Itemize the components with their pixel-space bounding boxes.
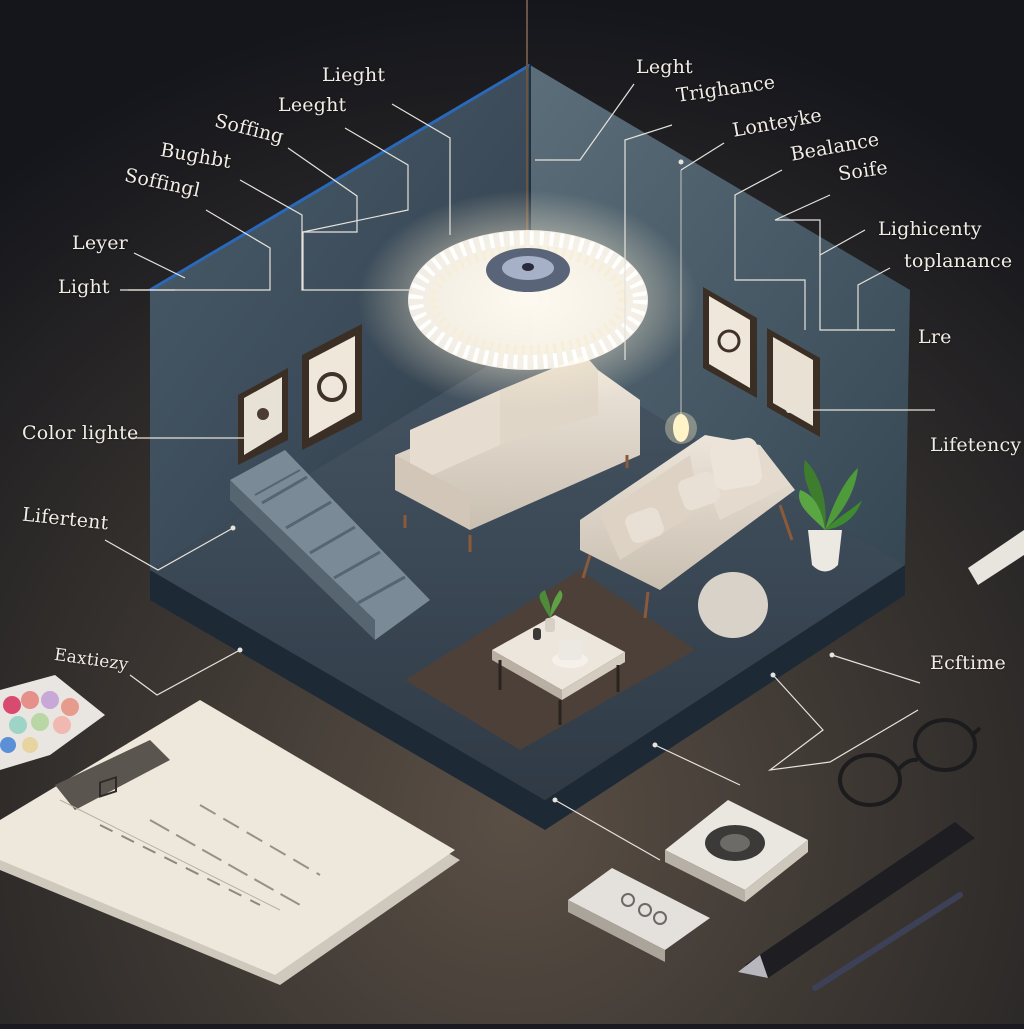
hanging-bulb (665, 170, 697, 444)
wall-edge-highlight (149, 63, 531, 292)
frame-3 (703, 287, 757, 398)
label-lifetency: Lifetency (930, 434, 1022, 456)
pendant-lamp-icon (358, 0, 698, 410)
tablet-edge (968, 530, 1024, 585)
coffee-table-icon (492, 590, 625, 725)
pen-icon (738, 822, 975, 991)
label-lieght: Lieght (322, 64, 386, 86)
label-toplanance: toplanance (904, 250, 1013, 272)
plant-icon (799, 460, 862, 572)
sofa-icon (580, 435, 795, 619)
color-palette-icon (0, 675, 105, 770)
label-leyer: Leyer (72, 232, 128, 254)
label-lre: Lre (918, 326, 952, 348)
frame-2 (302, 324, 362, 450)
label-leght: Leght (636, 56, 693, 78)
clipboard-icon (0, 700, 460, 985)
label-lighicenty: Lighicenty (878, 218, 982, 240)
remote-icon (568, 868, 710, 962)
annotation-leader-lines (104, 83, 935, 861)
stairs-icon (230, 450, 430, 640)
annotation-dots (230, 159, 835, 803)
label-ecftime: Ecftime (930, 652, 1006, 674)
speaker-icon (665, 800, 808, 902)
pouf (698, 572, 768, 638)
glasses-icon (838, 718, 982, 807)
frame-1 (238, 368, 288, 465)
label-light: Light (58, 276, 110, 298)
label-color-lighte: Color lighte (22, 422, 139, 444)
wall-art (238, 287, 820, 465)
label-leeght: Leeght (278, 94, 347, 116)
